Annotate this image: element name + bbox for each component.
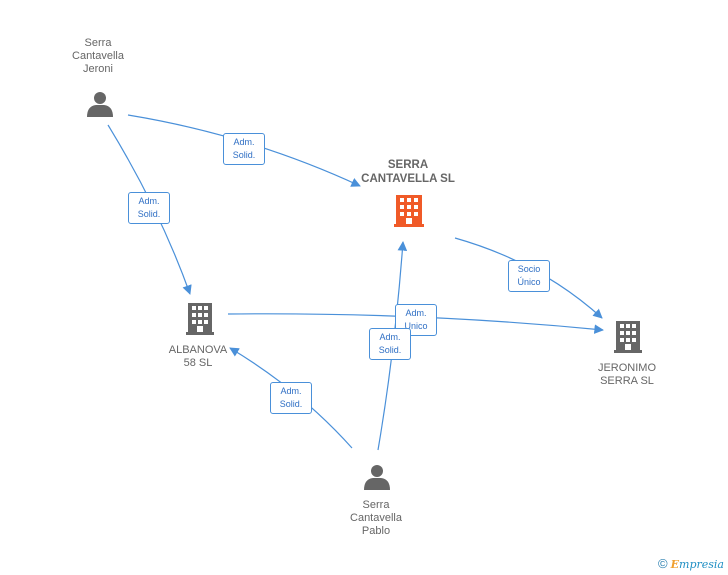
node-label-jeronimo[interactable]: JERONIMO SERRA SL (597, 362, 657, 387)
node-label-jeroni[interactable]: Serra Cantavella Jeroni (72, 37, 124, 75)
copyright-icon: © (658, 556, 668, 571)
person-icon (87, 92, 113, 117)
edge-label-serra-cantavella-sl-to-jeronimo: Socio Único (508, 260, 550, 292)
edge-label-jeroni-to-albanova: Adm. Solid. (128, 192, 170, 224)
building-icon (614, 321, 642, 353)
node-label-pablo[interactable]: Serra Cantavella Pablo (350, 499, 402, 537)
edge-label-pablo-to-serra-cantavella-sl: Adm. Solid. (369, 328, 411, 360)
node-label-albanova[interactable]: ALBANOVA 58 SL (168, 344, 228, 369)
brand-initial: E (670, 558, 680, 571)
brand-name: mpresia (679, 558, 724, 571)
person-icon (364, 465, 390, 490)
building-icon (394, 195, 424, 227)
building-icon (186, 303, 214, 335)
brand-footer[interactable]: ©Empresia (658, 556, 724, 571)
edge-label-pablo-to-albanova: Adm. Solid. (270, 382, 312, 414)
edge-label-jeroni-to-serra-cantavella-sl: Adm. Solid. (223, 133, 265, 165)
edge-label-albanova-to-jeronimo: Adm. Unico (395, 304, 437, 336)
node-label-serra-cantavella-sl[interactable]: SERRA CANTAVELLA SL (361, 159, 455, 185)
